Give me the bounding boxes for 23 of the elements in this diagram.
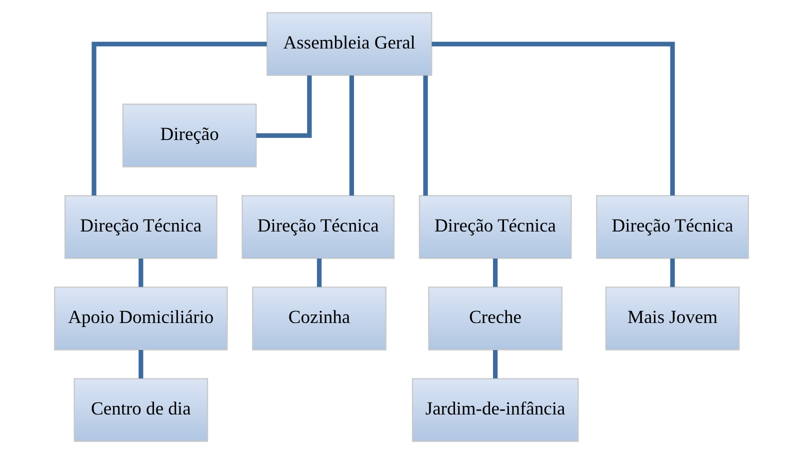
connector xyxy=(138,258,143,287)
node-box: Mais Jovem xyxy=(604,286,740,350)
node-box: Centro de dia xyxy=(73,378,208,442)
connector xyxy=(422,75,428,196)
connector xyxy=(431,42,674,196)
node-box: Direção Técnica xyxy=(596,195,748,259)
connector xyxy=(91,42,266,196)
connector xyxy=(138,350,143,378)
node-box: Direção Técnica xyxy=(418,195,572,259)
node-box: Creche xyxy=(428,286,562,350)
connector xyxy=(348,75,354,196)
node-box: Direção Técnica xyxy=(241,195,394,259)
node-box: Jardim-de-infância xyxy=(411,378,578,442)
node-box: Assembleia Geral xyxy=(266,12,432,76)
connector xyxy=(492,350,498,378)
node-box: Direção xyxy=(122,104,256,168)
node-box: Direção Técnica xyxy=(64,195,217,259)
connector xyxy=(256,76,312,138)
connector xyxy=(492,258,498,287)
node-box: Apoio Domiciliário xyxy=(54,286,228,350)
connector xyxy=(316,258,322,287)
node-box: Cozinha xyxy=(252,286,386,350)
connector xyxy=(670,258,674,287)
